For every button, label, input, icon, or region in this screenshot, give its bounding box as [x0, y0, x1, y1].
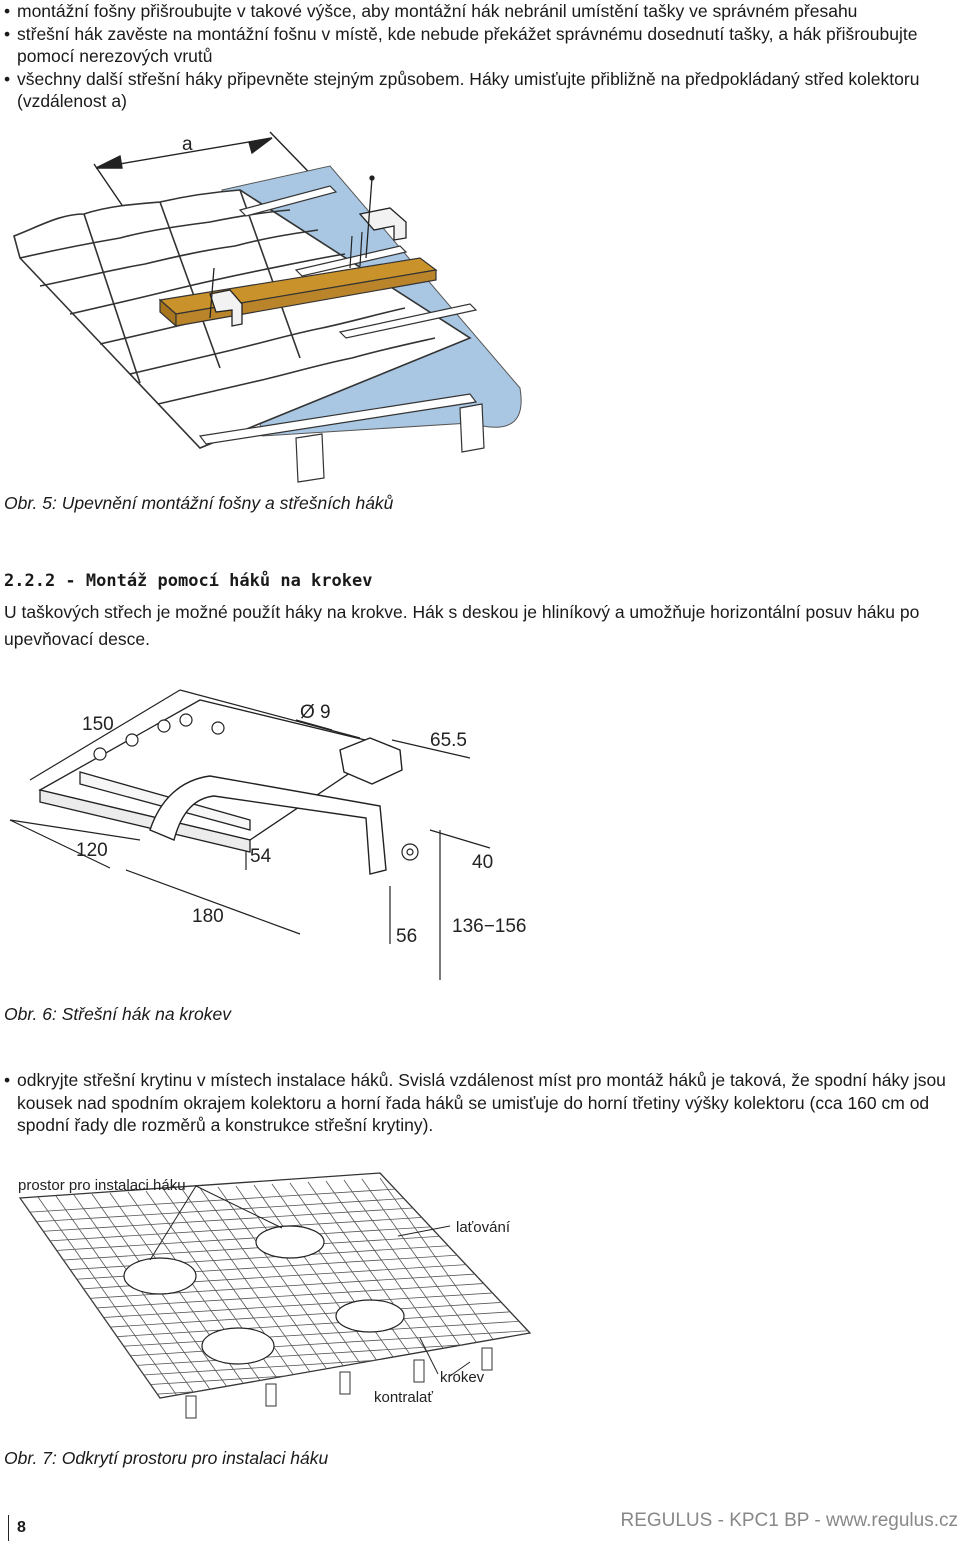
- bullet-item: všechny další střešní háky připevněte st…: [4, 68, 956, 113]
- dimension-56: 56: [396, 926, 417, 947]
- hook-install-areas: [123, 1225, 405, 1365]
- dimension-lines: [9, 689, 491, 980]
- bullet-item: montážní fošny přišroubujte v takové výš…: [4, 0, 956, 23]
- rafter-ends: [185, 1347, 493, 1419]
- dimension-136: 136−156: [452, 916, 527, 937]
- figure5-caption: Obr. 5: Upevnění montážní fošny a střešn…: [4, 493, 394, 513]
- hook-bolt: [401, 843, 419, 861]
- cover-bullet-list: odkryjte střešní krytinu v místech insta…: [4, 1069, 956, 1137]
- figure-roof-hooks-illustration: a: [13, 131, 522, 483]
- label-battens: laťování: [456, 1219, 511, 1236]
- section-paragraph: U taškových střech je možné použít háky …: [4, 602, 920, 649]
- dimension-40: 40: [472, 852, 493, 873]
- figure7-caption: Obr. 7: Odkrytí prostoru pro instalaci h…: [4, 1448, 329, 1468]
- plate-holes: [93, 713, 225, 761]
- dimension-a: [93, 131, 333, 209]
- dimension-150: 150: [82, 714, 114, 735]
- rafters: [295, 403, 485, 483]
- roof-hook-upper: [358, 175, 407, 259]
- bullet-item: střešní hák zavěste na montážní fošnu v …: [4, 23, 956, 68]
- footer-brand: REGULUS - KPC1 BP - www.regulus.cz: [620, 1510, 958, 1531]
- label-counter-batten: kontralať: [374, 1389, 433, 1406]
- dimension-120: 120: [76, 840, 108, 861]
- figure-roof-grid: prostor pro instalaci háku laťování krok…: [18, 1172, 532, 1419]
- section-heading: 2.2.2 - Montáž pomocí háků na krokev: [4, 571, 373, 591]
- dimension-65: 65.5: [430, 730, 467, 751]
- screws: [349, 231, 363, 269]
- leader-lines: [149, 1185, 471, 1377]
- intro-bullet-list: montážní fošny přišroubujte v takové výš…: [4, 0, 956, 113]
- dimension-180: 180: [192, 906, 224, 927]
- figure6-caption: Obr. 6: Střešní hák na krokev: [4, 1004, 231, 1024]
- dimension-9: Ø 9: [300, 702, 331, 723]
- label-rafter: krokev: [440, 1369, 485, 1386]
- dimension-a-label: a: [182, 134, 193, 155]
- hook-arm: [149, 737, 403, 875]
- figure-rafter-hook-drawing: 150 Ø 9 65.5 120 54 40 180 56 136−156: [9, 689, 527, 980]
- dimension-54: 54: [250, 846, 272, 867]
- page-number: 8: [8, 1515, 26, 1541]
- roof-hook-lower: [209, 267, 243, 327]
- roof-outline: [18, 1172, 532, 1399]
- bullet-item: odkryjte střešní krytinu v místech insta…: [4, 1069, 956, 1137]
- label-hook-space: prostor pro instalaci háku: [18, 1177, 186, 1194]
